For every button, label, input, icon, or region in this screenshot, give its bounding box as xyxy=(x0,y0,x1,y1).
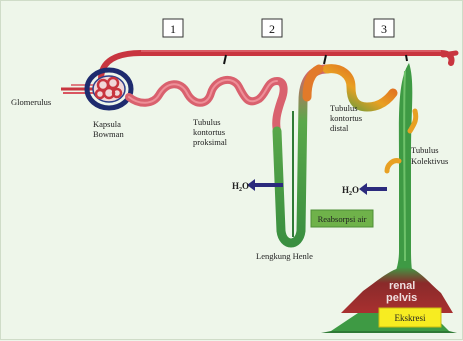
distal-tubule xyxy=(327,69,393,107)
h2o-label-left: H2O xyxy=(232,181,249,193)
collecting-branch-2 xyxy=(387,161,399,171)
water-arrow-right xyxy=(359,183,387,195)
kapsula-label-2: Bowman xyxy=(93,129,124,139)
distal-label-3: distal xyxy=(330,123,349,133)
distal-label-2: kontortus xyxy=(330,113,362,123)
kolektivus-label-1: Tubulus xyxy=(411,145,439,155)
henle-label: Lengkung Henle xyxy=(256,251,313,261)
ekskresi-label: Ekskresi xyxy=(395,313,426,323)
vessel-end xyxy=(443,53,456,55)
number-box-3: 3 xyxy=(374,19,394,37)
kapsula-label-1: Kapsula xyxy=(93,119,121,129)
svg-text:2: 2 xyxy=(269,22,275,36)
svg-text:3: 3 xyxy=(381,22,387,36)
h2o-label-right: H2O xyxy=(342,185,359,197)
distal-label-1: Tubulus xyxy=(330,103,358,113)
number-box-2: 2 xyxy=(262,19,282,37)
glomerulus-label: Glomerulus xyxy=(11,97,51,107)
reabsorpsi-label: Reabsorpsi air xyxy=(318,214,367,224)
renal-label: renal xyxy=(389,280,415,292)
proksimal-label-1: Tubulus xyxy=(193,117,221,127)
proksimal-label-3: proksimal xyxy=(193,137,228,147)
kolektivus-label-2: Kolektivus xyxy=(411,156,448,166)
number-box-1: 1 xyxy=(163,19,183,37)
proksimal-label-2: kontortus xyxy=(193,127,225,137)
svg-text:1: 1 xyxy=(170,22,176,36)
blood-vessel xyxy=(101,53,452,79)
pelvis-label: pelvis xyxy=(386,292,417,304)
